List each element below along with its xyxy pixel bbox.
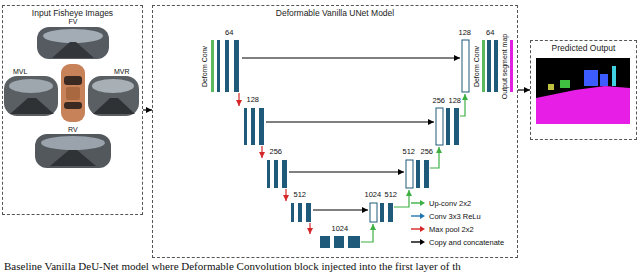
fisheye-right bbox=[88, 76, 139, 116]
legend-arrow bbox=[410, 199, 426, 207]
panel-box: Input Fisheye Images bbox=[2, 5, 143, 215]
camera-label: MVL bbox=[13, 68, 27, 75]
channel-count: 64 bbox=[486, 29, 494, 37]
flow-arrow bbox=[143, 109, 152, 110]
camera-label: MVR bbox=[114, 68, 130, 75]
channel-count: 128 bbox=[459, 29, 472, 37]
channel-count: 256 bbox=[270, 148, 283, 156]
legend-entry: Up-conv 2x2 bbox=[410, 197, 471, 209]
maxpool-arrows bbox=[239, 93, 310, 234]
channel-count: 64 bbox=[225, 29, 233, 37]
skip-connections bbox=[242, 58, 460, 210]
legend-arrow bbox=[410, 225, 426, 233]
car-illustration bbox=[61, 64, 85, 122]
panel-title: Predicted Output bbox=[531, 41, 636, 53]
figure-caption: Baseline Vanilla DeU-Net model where Def… bbox=[4, 260, 461, 272]
segmentation-image bbox=[536, 58, 630, 124]
channel-count: 512 bbox=[385, 191, 398, 199]
channel-count: 128 bbox=[247, 96, 260, 104]
camera-label: RV bbox=[68, 126, 78, 133]
unet-blocks bbox=[211, 40, 513, 248]
flow-arrow bbox=[518, 89, 530, 90]
layer-label: Deform Conv bbox=[473, 45, 480, 86]
fisheye-rear bbox=[35, 134, 111, 168]
channel-count: 256 bbox=[433, 97, 446, 105]
channel-count: 1024 bbox=[332, 225, 349, 233]
legend-text: Up-conv 2x2 bbox=[429, 199, 471, 208]
camera-label: FV bbox=[69, 18, 78, 25]
channel-count: 512 bbox=[294, 191, 307, 199]
channel-count: 256 bbox=[421, 148, 434, 156]
legend-text: Conv 3x3 ReLu bbox=[429, 212, 481, 221]
channel-count: 128 bbox=[449, 97, 462, 105]
legend-arrow bbox=[410, 238, 426, 246]
panel-box: Predicted Output bbox=[530, 40, 637, 140]
fisheye-front bbox=[37, 27, 109, 59]
layer-label: Output segment map bbox=[501, 33, 508, 98]
panel-title: Deformable Vanilla UNet Model bbox=[153, 6, 517, 18]
fisheye-left bbox=[4, 76, 58, 116]
legend-entry: Copy and concatenate bbox=[410, 236, 504, 248]
legend-entry: Conv 3x3 ReLu bbox=[410, 210, 481, 222]
legend-entry: Max pool 2x2 bbox=[410, 223, 474, 235]
layer-label: Deform Conv bbox=[201, 45, 208, 86]
legend-text: Max pool 2x2 bbox=[429, 225, 474, 234]
legend-arrow bbox=[410, 212, 426, 220]
channel-count: 512 bbox=[403, 148, 416, 156]
panel-title: Input Fisheye Images bbox=[3, 6, 142, 18]
channel-count: 1024 bbox=[365, 191, 382, 199]
legend-text: Copy and concatenate bbox=[429, 238, 504, 247]
